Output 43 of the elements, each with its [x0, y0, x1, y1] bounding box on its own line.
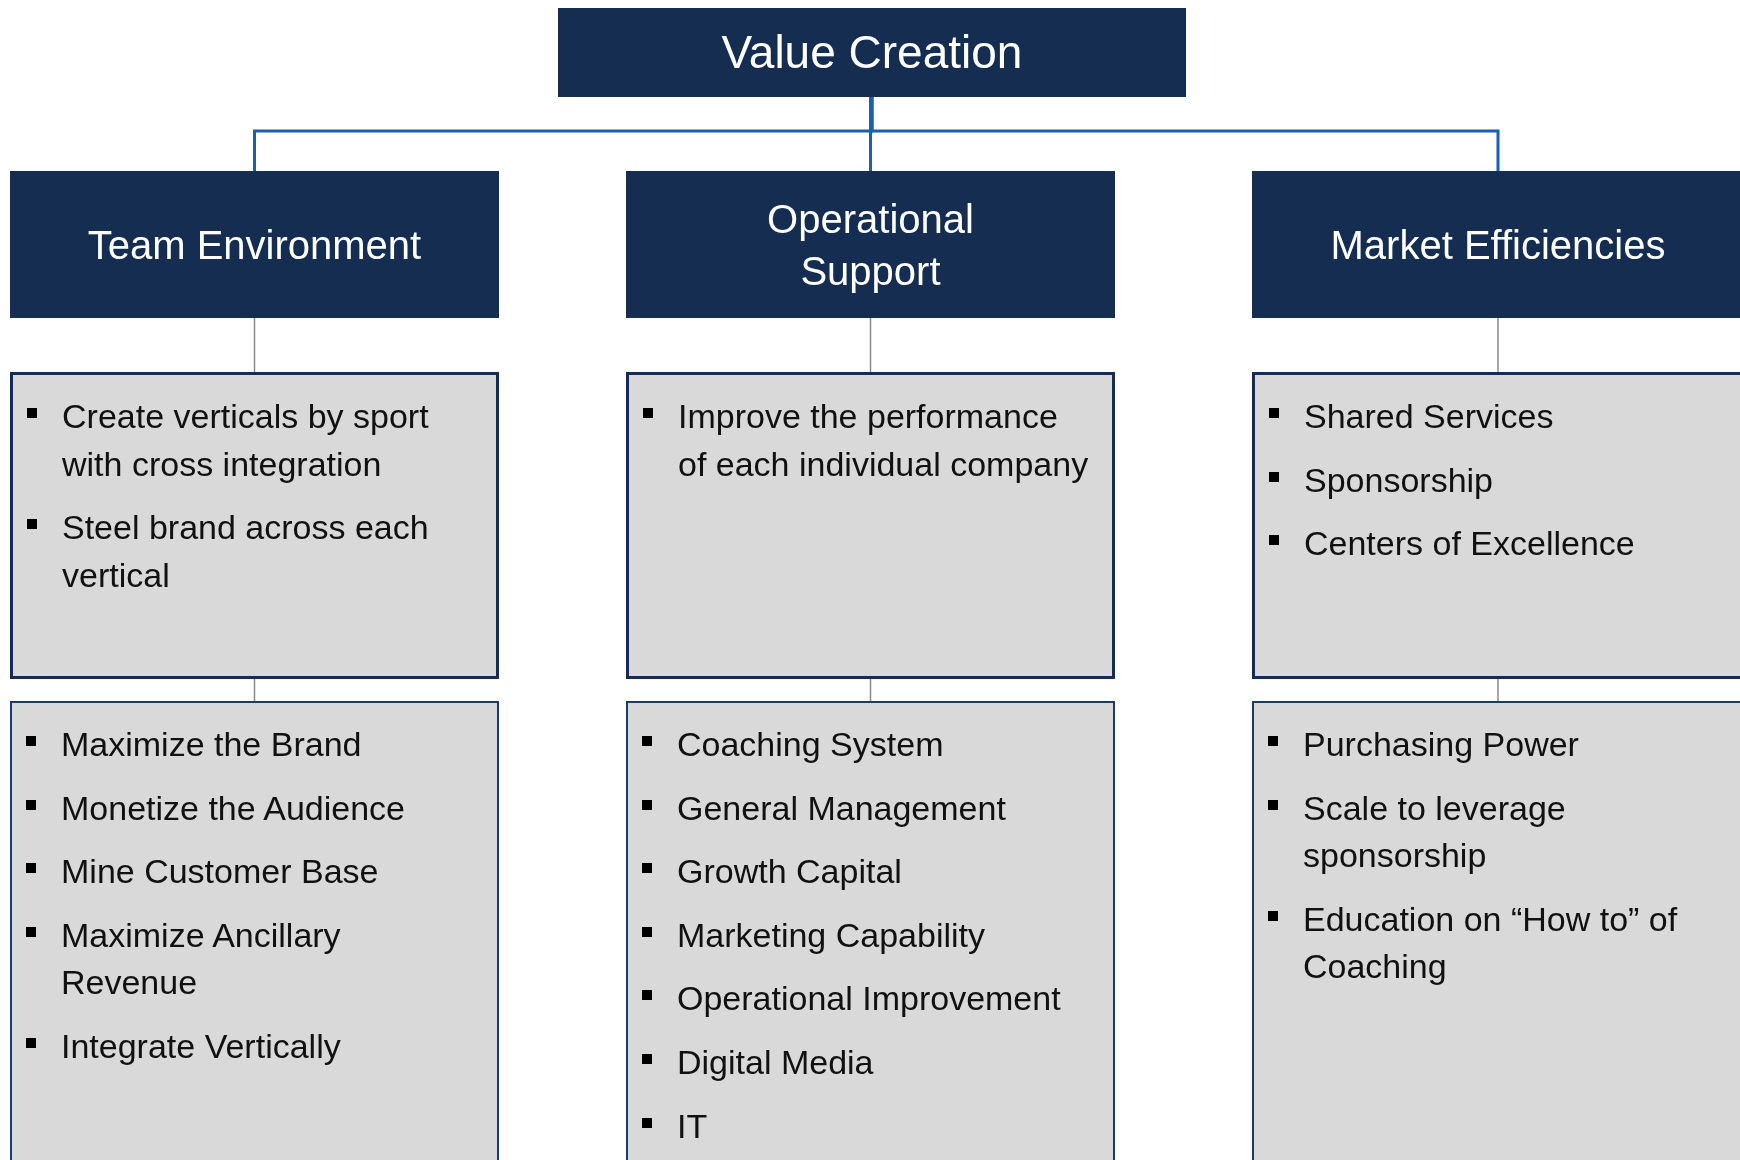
bullet-item: Digital Media [642, 1038, 1095, 1087]
bullet-item: Purchasing Power [1268, 721, 1724, 769]
header-box [10, 171, 499, 318]
bullet-item: Improve the performance of each individual company [643, 393, 1094, 489]
bullet-item: Integrate Vertically [26, 1022, 479, 1071]
header-label: Operational Support [766, 195, 975, 295]
bullet-item: Mine Customer Base [26, 848, 479, 896]
bullet-item: Centers of Excellence [1269, 520, 1723, 568]
bullet-item: Shared Services [1269, 393, 1723, 441]
bullet-list-box [626, 701, 1115, 1160]
connector-line [869, 317, 872, 373]
bullet-item: Operational Improvement [642, 975, 1095, 1023]
bullet-item: Scale to leverage sponsorship [1268, 784, 1724, 880]
connector-line [870, 97, 1500, 171]
bullet-list-box [10, 372, 499, 679]
bullet-item: General Management [642, 784, 1095, 833]
header-label: Team Environment [87, 221, 422, 269]
header-label: Market Efficiencies [1330, 221, 1666, 269]
bullet-item: Education on “How to” of Coaching [1268, 895, 1724, 991]
connector-line [253, 678, 256, 702]
bullet-item: Steel brand across each vertical [27, 504, 478, 600]
bullet-list-box [1252, 701, 1740, 1160]
connector-line [253, 317, 256, 373]
header-label: Value Creation [721, 24, 1023, 80]
bullet-list-box [626, 372, 1115, 679]
bullet-item: Monetize the Audience [26, 784, 479, 833]
connector-line [869, 97, 872, 171]
header-box [1252, 171, 1740, 318]
connector-line [869, 678, 872, 702]
connector-line [1497, 317, 1499, 373]
bullet-item: Marketing Capability [642, 911, 1095, 960]
bullet-item: Sponsorship [1269, 456, 1723, 505]
header-box [626, 171, 1115, 318]
bullet-item: Maximize Ancillary Revenue [26, 911, 479, 1007]
bullet-item: Growth Capital [642, 848, 1095, 896]
bullet-item: Maximize the Brand [26, 721, 479, 769]
bullet-item: Create verticals by sport with cross integration [27, 393, 478, 489]
bullet-list-box [10, 701, 499, 1160]
bullet-item: Coaching System [642, 721, 1095, 769]
bullet-item: IT [642, 1102, 1095, 1151]
connector-line [1497, 678, 1499, 702]
header-box [558, 8, 1186, 97]
bullet-list-box [1252, 372, 1740, 679]
